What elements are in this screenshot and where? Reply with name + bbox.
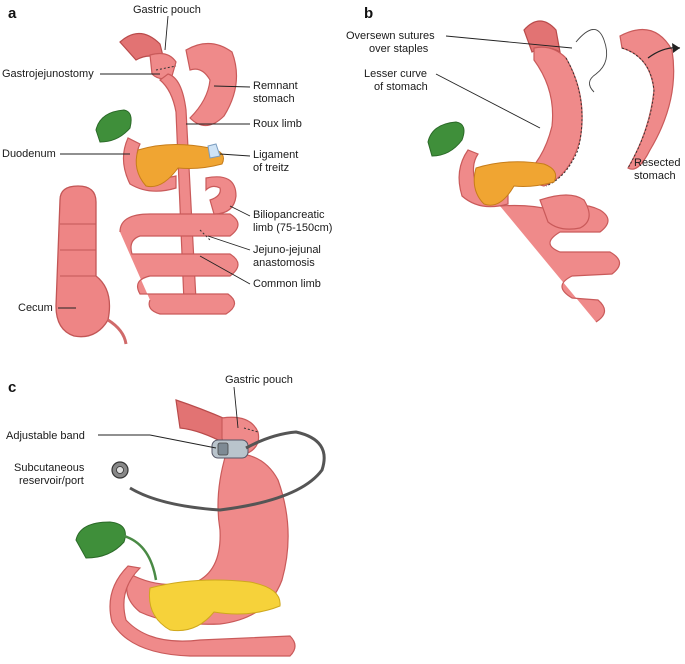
panel-c: c Gastric pouch Adjustable band Subcutan… [6, 374, 326, 657]
ascending-colon [55, 185, 111, 338]
panel-a: a Gastric pouch Gastrojejunostomy Remnan… [2, 4, 332, 345]
appendix [107, 318, 128, 345]
resected-staple-line [621, 47, 655, 169]
panel-b-letter: b [364, 5, 373, 22]
label-jj-1: Jejuno-jejunal [253, 244, 321, 256]
gallbladder-a [95, 109, 132, 143]
label-remnant-1: Remnant [253, 80, 298, 92]
leader-ligament [219, 153, 251, 157]
label-common-limb: Common limb [253, 278, 321, 290]
adjustable-band-ring [211, 439, 249, 459]
bowel-loop-b [539, 194, 590, 230]
leader-common-limb [199, 255, 251, 285]
pancreas-c [148, 579, 281, 632]
bile-duct-c [123, 534, 158, 581]
leader-jj [207, 235, 251, 251]
label-oversewn-1: Oversewn sutures [346, 30, 435, 42]
esophagus-c [175, 399, 229, 445]
ligament-of-treitz [207, 143, 221, 159]
label-oversewn-2: over staples [369, 43, 429, 55]
leader-gastric-pouch-c [233, 386, 239, 429]
label-resected-2: stomach [634, 170, 676, 182]
panel-c-letter: c [8, 379, 16, 396]
leader-lesser [435, 73, 541, 129]
label-reservoir-1: Subcutaneous [14, 462, 85, 474]
gastric-pouch-a [149, 52, 177, 80]
label-gastric-pouch-a: Gastric pouch [133, 4, 201, 16]
label-duodenum: Duodenum [2, 148, 56, 160]
label-gastrojejunostomy: Gastrojejunostomy [2, 68, 94, 80]
label-jj-2: anastomosis [253, 257, 315, 269]
remnant-stomach [185, 42, 238, 127]
leader-gastric-pouch-a [164, 15, 169, 51]
gallbladder-c [75, 521, 126, 559]
gallbladder-b [427, 121, 465, 157]
pancreas-a [135, 143, 224, 188]
leader-bilio [229, 205, 251, 217]
panel-b: b Oversewn sutures over staples Lesser c… [346, 5, 680, 323]
pouch-staples-c [243, 427, 259, 433]
label-adjustable-band: Adjustable band [6, 430, 85, 442]
label-bilio-2: limb (75-150cm) [253, 222, 332, 234]
label-roux-limb: Roux limb [253, 118, 302, 130]
label-ligament-2: of treitz [253, 162, 289, 174]
label-remnant-2: stomach [253, 93, 295, 105]
biliopancreatic-limb [205, 176, 237, 215]
leader-oversewn [445, 35, 573, 49]
panel-a-letter: a [8, 5, 17, 22]
label-resected-1: Resected [634, 157, 680, 169]
label-bilio-1: Biliopancreatic [253, 209, 325, 221]
adjustable-band-clip [217, 442, 229, 456]
label-gastric-pouch-c: Gastric pouch [225, 374, 293, 386]
oversewn-staple-line [545, 57, 583, 187]
leader-remnant [213, 85, 251, 88]
duodenum-c [109, 565, 296, 657]
leader-band-2 [149, 434, 217, 449]
resected-stomach [619, 28, 675, 170]
resection-arrow-head [672, 43, 680, 53]
label-reservoir-2: reservoir/port [19, 475, 84, 487]
colon-haustra [60, 223, 96, 277]
label-lesser-2: of stomach [374, 81, 428, 93]
label-cecum: Cecum [18, 302, 53, 314]
pancreas-b [473, 161, 557, 206]
label-lesser-1: Lesser curve [364, 68, 427, 80]
reservoir-port-center [116, 466, 124, 474]
gastrojejunostomy-staples [155, 65, 177, 71]
band-tubing [129, 430, 326, 512]
sleeve-stomach [518, 46, 583, 187]
suture-thread [575, 29, 608, 93]
small-bowel-coils-a [119, 213, 239, 315]
label-ligament-1: Ligament [253, 149, 298, 161]
